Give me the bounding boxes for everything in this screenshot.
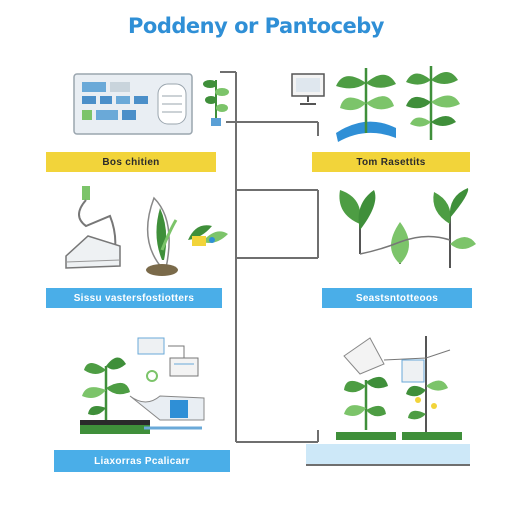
seedling-icon xyxy=(146,196,178,276)
page-title: Poddeny or Pantoceby xyxy=(128,14,385,38)
watering-machine-icon xyxy=(65,186,121,269)
greenhouse-bed-icon xyxy=(80,337,205,434)
caption-row3-left: Liaxorras Pcalicarr xyxy=(54,450,230,472)
panel-row2-right xyxy=(330,184,480,284)
caption-row2-left: Sissu vastersfostiotters xyxy=(46,288,222,308)
caption-row1-left: Bos chitien xyxy=(46,152,216,172)
panel-row1-left xyxy=(70,70,230,150)
small-tree-icon xyxy=(339,188,476,268)
control-panel-icon xyxy=(73,73,193,135)
panel-row1-right xyxy=(288,58,468,150)
trellis-plant-icon xyxy=(336,336,462,440)
plant-pot-icon xyxy=(188,225,228,246)
caption-row2-right: Seastsntotteoos xyxy=(322,288,472,308)
panel-row3-left xyxy=(74,336,224,446)
caption-row1-right: Tom Rasettits xyxy=(312,152,470,172)
computer-monitor-icon xyxy=(291,73,325,105)
potted-plant-icon xyxy=(203,80,229,126)
caption-row3-right xyxy=(306,444,470,466)
panel-row2-left xyxy=(58,182,228,282)
panel-row3-right xyxy=(330,330,480,446)
leafy-plant-icon xyxy=(336,66,460,142)
